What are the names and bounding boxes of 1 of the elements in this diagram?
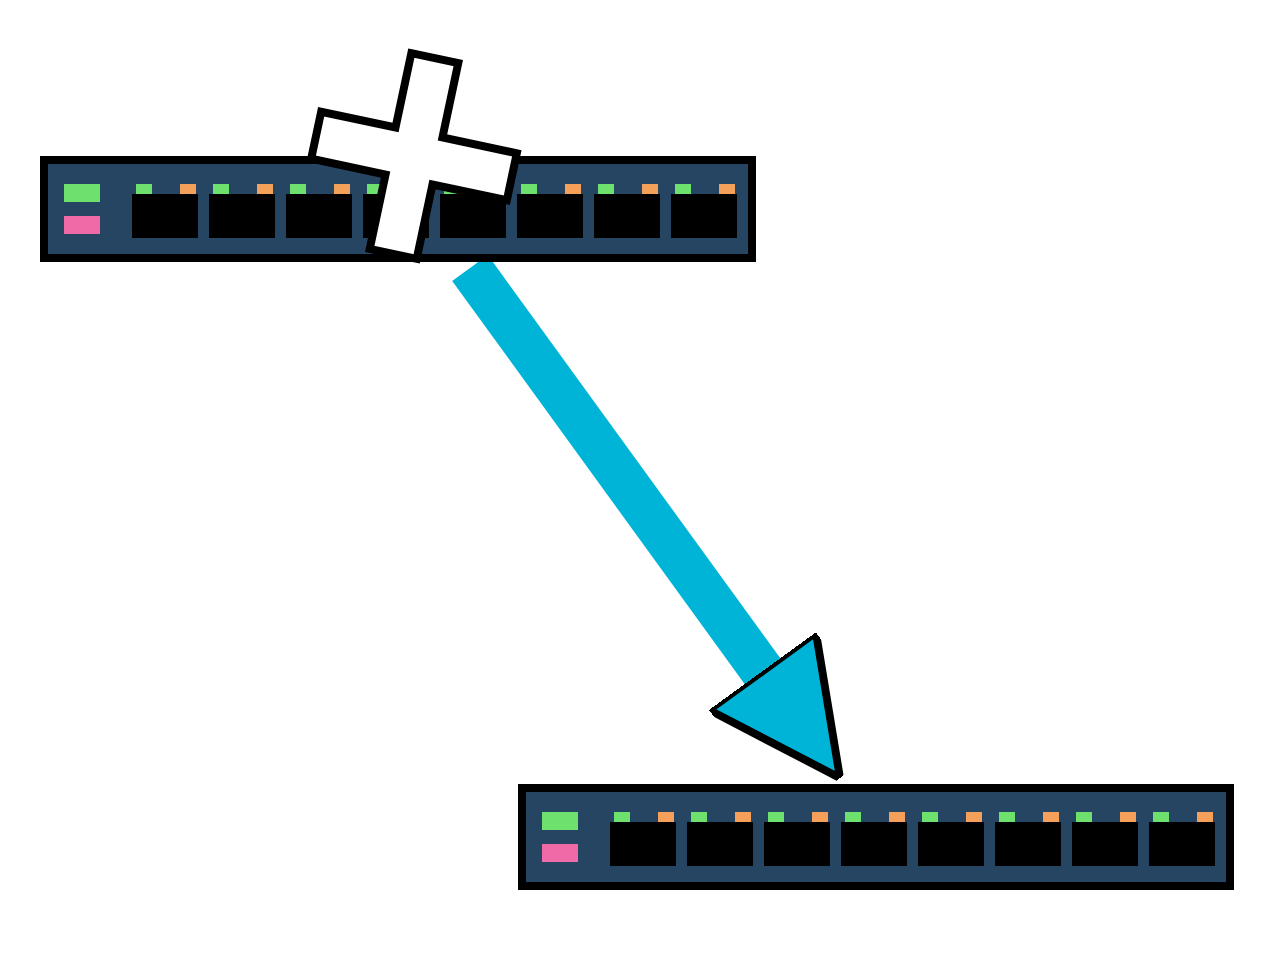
network-switch-drawing [518, 784, 1234, 890]
